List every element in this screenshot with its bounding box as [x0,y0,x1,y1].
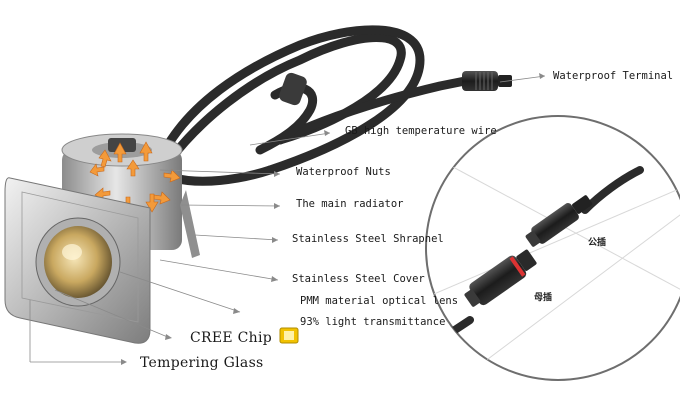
cable-clip [279,72,307,106]
label-male-plug: 公插 [588,238,607,248]
label-stainless-shrapnel: Stainless Steel Shrapnel [292,233,444,245]
label-gb-wire: GB high temperature wire [345,125,497,137]
label-cree-chip: CREE Chip [190,330,273,346]
label-stainless-cover: Stainless Steel Cover [292,273,425,285]
optical-lens [35,217,121,307]
label-waterproof-nuts: Waterproof Nuts [296,166,391,178]
label-waterproof-terminal: Waterproof Terminal [553,70,674,82]
leader-arrowheads [121,73,545,365]
cree-chip-icon [279,327,299,344]
waterproof-nut [108,138,136,152]
female-plug [464,249,537,307]
label-tempering-glass: Tempering Glass [140,355,264,371]
label-female-plug: 母插 [534,293,553,303]
stainless-steel-shrapnel [180,190,200,258]
cable [160,25,475,186]
connector-detail-circle [425,115,680,381]
male-plug [525,195,593,247]
label-main-radiator: The main radiator [296,198,404,210]
label-pmm-lens: PMM material optical lens [300,295,459,307]
label-light-transmittance: 93% light transmittance [300,316,446,328]
leader-lines [29,75,546,363]
